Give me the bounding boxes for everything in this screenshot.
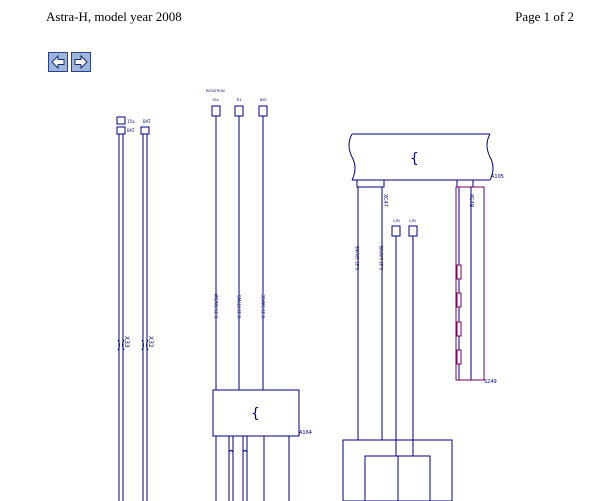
connector-xc49 bbox=[456, 179, 474, 188]
module-a105: { A105 XC47 XC49 0.35 GN/WS 0.35 SW/WS bbox=[348, 133, 504, 440]
connector-label: X32 bbox=[147, 336, 154, 348]
svg-text:0.35 GN/SW: 0.35 GN/SW bbox=[214, 294, 219, 318]
fuse-group-right: C/M C/M bbox=[391, 219, 418, 456]
bottom-bus bbox=[342, 439, 453, 501]
fuse-label: RESISTION bbox=[206, 89, 225, 93]
fuse-label: C/M bbox=[393, 219, 400, 223]
fuse-group-middle: RESISTION 15a R1 BAT 0.35 GN/SW 0.35 RT/… bbox=[206, 89, 268, 390]
previous-page-button[interactable] bbox=[48, 52, 68, 72]
fuse-label: R1 bbox=[237, 98, 242, 102]
svg-text:0.35 GN/WS: 0.35 GN/WS bbox=[355, 245, 360, 270]
page-indicator: Page 1 of 2 bbox=[515, 9, 574, 24]
component-label: S249 bbox=[484, 379, 497, 385]
connector-label: XC47 bbox=[382, 194, 388, 207]
fuse-box bbox=[234, 105, 244, 117]
module-a164: { A164 bbox=[212, 389, 312, 501]
arrow-right-icon bbox=[74, 54, 88, 70]
module-brace: { bbox=[410, 151, 419, 167]
fuse-label: BAT bbox=[143, 119, 151, 124]
fuse-label: BAT bbox=[260, 98, 268, 102]
svg-text:0.35 RT/WS: 0.35 RT/WS bbox=[237, 295, 242, 318]
fuse-box bbox=[116, 126, 126, 135]
fuse-label: BAT bbox=[127, 128, 135, 133]
fuse-box bbox=[391, 225, 401, 237]
arrow-left-icon bbox=[51, 54, 65, 70]
switch-s249: S249 bbox=[455, 186, 497, 385]
fuse-label: 15a bbox=[212, 98, 219, 102]
next-page-button[interactable] bbox=[71, 52, 91, 72]
fuse-group-left: 15a BAT BAT X33 X32 bbox=[116, 116, 154, 501]
fuse-label: 15a bbox=[127, 119, 135, 124]
fuse-label: C/M bbox=[409, 219, 416, 223]
fuse-box bbox=[140, 126, 150, 135]
fuse-box bbox=[408, 225, 418, 237]
module-label: A105 bbox=[491, 174, 504, 180]
document-title: Astra-H, model year 2008 bbox=[46, 9, 182, 24]
connector-label: X33 bbox=[123, 336, 130, 348]
fuse-box bbox=[258, 105, 268, 117]
fuse-box bbox=[116, 116, 126, 125]
connector-xc47 bbox=[356, 179, 385, 188]
svg-text:0.35 SW/WS: 0.35 SW/WS bbox=[379, 245, 384, 270]
module-brace: { bbox=[251, 406, 260, 422]
fuse-box bbox=[211, 105, 221, 117]
module-label: A164 bbox=[299, 430, 312, 436]
svg-text:0.35 SW/GE: 0.35 SW/GE bbox=[261, 294, 266, 318]
